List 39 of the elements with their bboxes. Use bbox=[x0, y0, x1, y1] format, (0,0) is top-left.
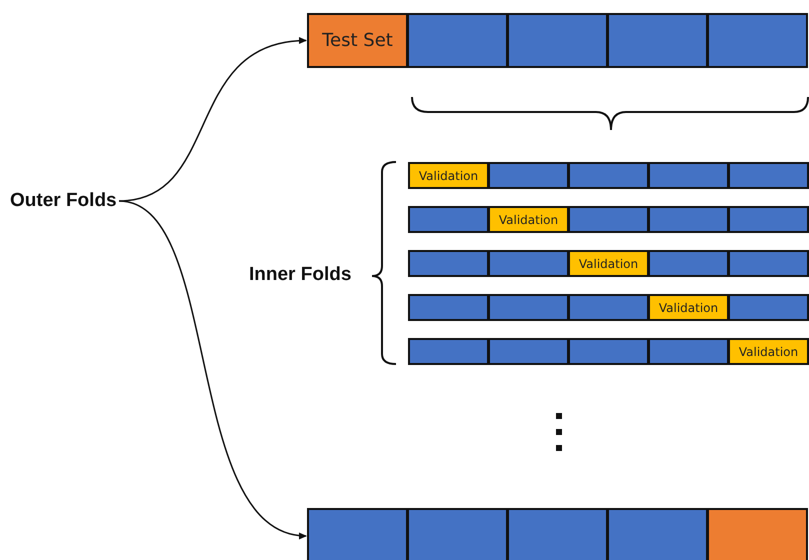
training-fold-cell bbox=[707, 13, 808, 68]
training-fold-cell bbox=[407, 13, 508, 68]
outer-folds-label: Outer Folds bbox=[10, 190, 117, 212]
training-fold-cell bbox=[648, 338, 729, 365]
inner-folds-label: Inner Folds bbox=[249, 264, 352, 286]
training-fold-cell bbox=[488, 294, 569, 321]
validation-fold-cell: Validation bbox=[568, 250, 649, 277]
test-set-cell: Test Set bbox=[307, 13, 408, 68]
training-fold-cell bbox=[648, 250, 729, 277]
training-fold-cell bbox=[728, 162, 809, 189]
training-fold-cell bbox=[488, 338, 569, 365]
training-fold-cell bbox=[568, 294, 649, 321]
training-fold-cell bbox=[488, 250, 569, 277]
validation-fold-cell: Validation bbox=[648, 294, 729, 321]
training-fold-cell bbox=[507, 13, 608, 68]
training-fold-cell bbox=[568, 162, 649, 189]
curved-arrow bbox=[118, 200, 307, 538]
training-fold-cell bbox=[408, 338, 489, 365]
training-fold-cell bbox=[607, 508, 708, 560]
validation-fold-cell: Validation bbox=[488, 206, 569, 233]
training-fold-cell bbox=[728, 206, 809, 233]
training-fold-cell bbox=[568, 206, 649, 233]
training-fold-cell bbox=[408, 250, 489, 277]
training-fold-cell bbox=[307, 508, 408, 560]
training-fold-cell bbox=[607, 13, 708, 68]
training-fold-cell bbox=[568, 338, 649, 365]
validation-fold-cell: Validation bbox=[408, 162, 489, 189]
training-fold-cell bbox=[408, 294, 489, 321]
training-fold-cell bbox=[648, 206, 729, 233]
training-fold-cell bbox=[407, 508, 508, 560]
validation-fold-cell: Validation bbox=[728, 338, 809, 365]
training-fold-cell bbox=[728, 294, 809, 321]
training-fold-cell bbox=[408, 206, 489, 233]
test-set-cell bbox=[707, 508, 808, 560]
training-fold-cell bbox=[728, 250, 809, 277]
training-fold-cell bbox=[507, 508, 608, 560]
training-fold-cell bbox=[488, 162, 569, 189]
curved-arrow bbox=[118, 38, 307, 202]
training-fold-cell bbox=[648, 162, 729, 189]
